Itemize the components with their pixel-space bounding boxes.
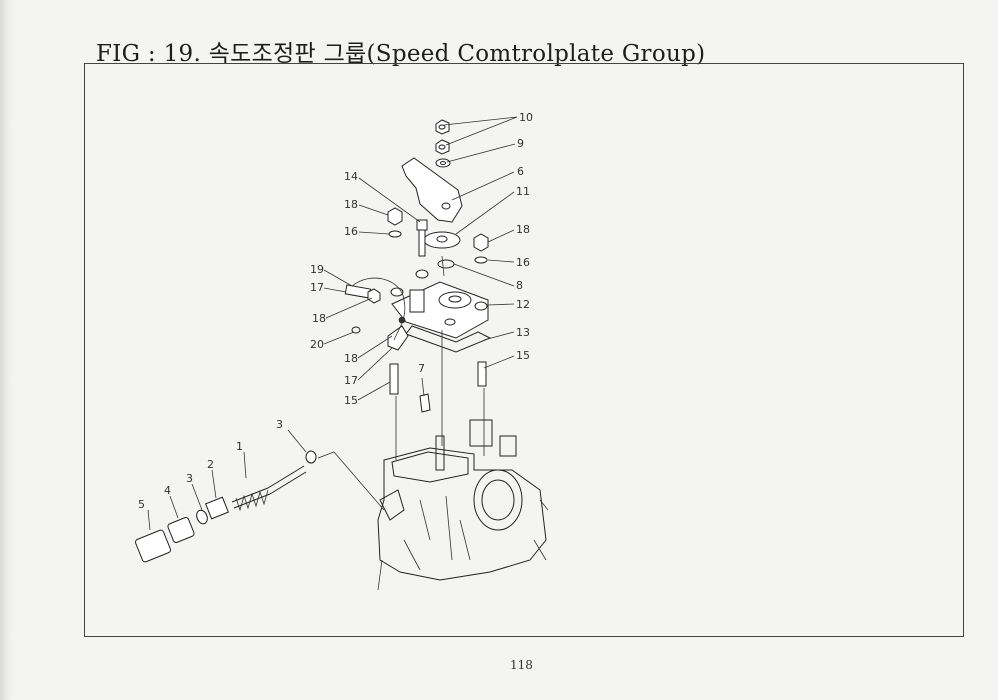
bolt-part	[416, 219, 428, 257]
callout-17: 17	[344, 374, 358, 387]
callout-9: 9	[517, 137, 524, 150]
callout-13: 13	[516, 326, 530, 339]
callout-14: 14	[344, 170, 358, 183]
callout-17: 17	[310, 281, 324, 294]
control-plate-part	[390, 269, 489, 339]
figure-frame	[84, 63, 964, 637]
page-number: 118	[510, 658, 533, 672]
callout-7: 7	[418, 362, 425, 375]
callout-16: 16	[516, 256, 530, 269]
nut-washer-set	[387, 207, 489, 264]
leader-lines	[147, 116, 518, 531]
callout-12: 12	[516, 298, 530, 311]
callout-1: 1	[236, 440, 243, 453]
stud-bolt-part	[389, 361, 487, 413]
callout-18: 18	[312, 312, 326, 325]
callout-18: 18	[516, 223, 530, 236]
washer-part	[423, 231, 461, 269]
callout-4: 4	[164, 484, 171, 497]
governor-spring-part	[135, 450, 317, 563]
callout-3: 3	[186, 472, 193, 485]
callout-10: 10	[519, 111, 533, 124]
callout-19: 19	[310, 263, 324, 276]
callout-16: 16	[344, 225, 358, 238]
callout-18: 18	[344, 198, 358, 211]
callout-5: 5	[138, 498, 145, 511]
callout-8: 8	[516, 279, 523, 292]
nut-part	[435, 119, 451, 168]
linkage-part	[344, 277, 409, 351]
speed-lever-part	[401, 157, 463, 223]
gasket-part	[405, 325, 492, 353]
callout-numbers: 10 9 6 11 14 18 16 18 16 8 19 17 12 18 1…	[138, 111, 533, 511]
scan-edge	[0, 0, 14, 700]
engine-block-part	[377, 419, 549, 591]
callout-6: 6	[517, 165, 524, 178]
callout-18: 18	[344, 352, 358, 365]
callout-15: 15	[344, 394, 358, 407]
figure-title: FIG : 19. 속도조정판 그룹(Speed Comtrolplate Gr…	[96, 41, 706, 67]
callout-3: 3	[276, 418, 283, 431]
callout-2: 2	[207, 458, 214, 471]
callout-20: 20	[310, 338, 324, 351]
callout-11: 11	[516, 185, 530, 198]
callout-15: 15	[516, 349, 530, 362]
